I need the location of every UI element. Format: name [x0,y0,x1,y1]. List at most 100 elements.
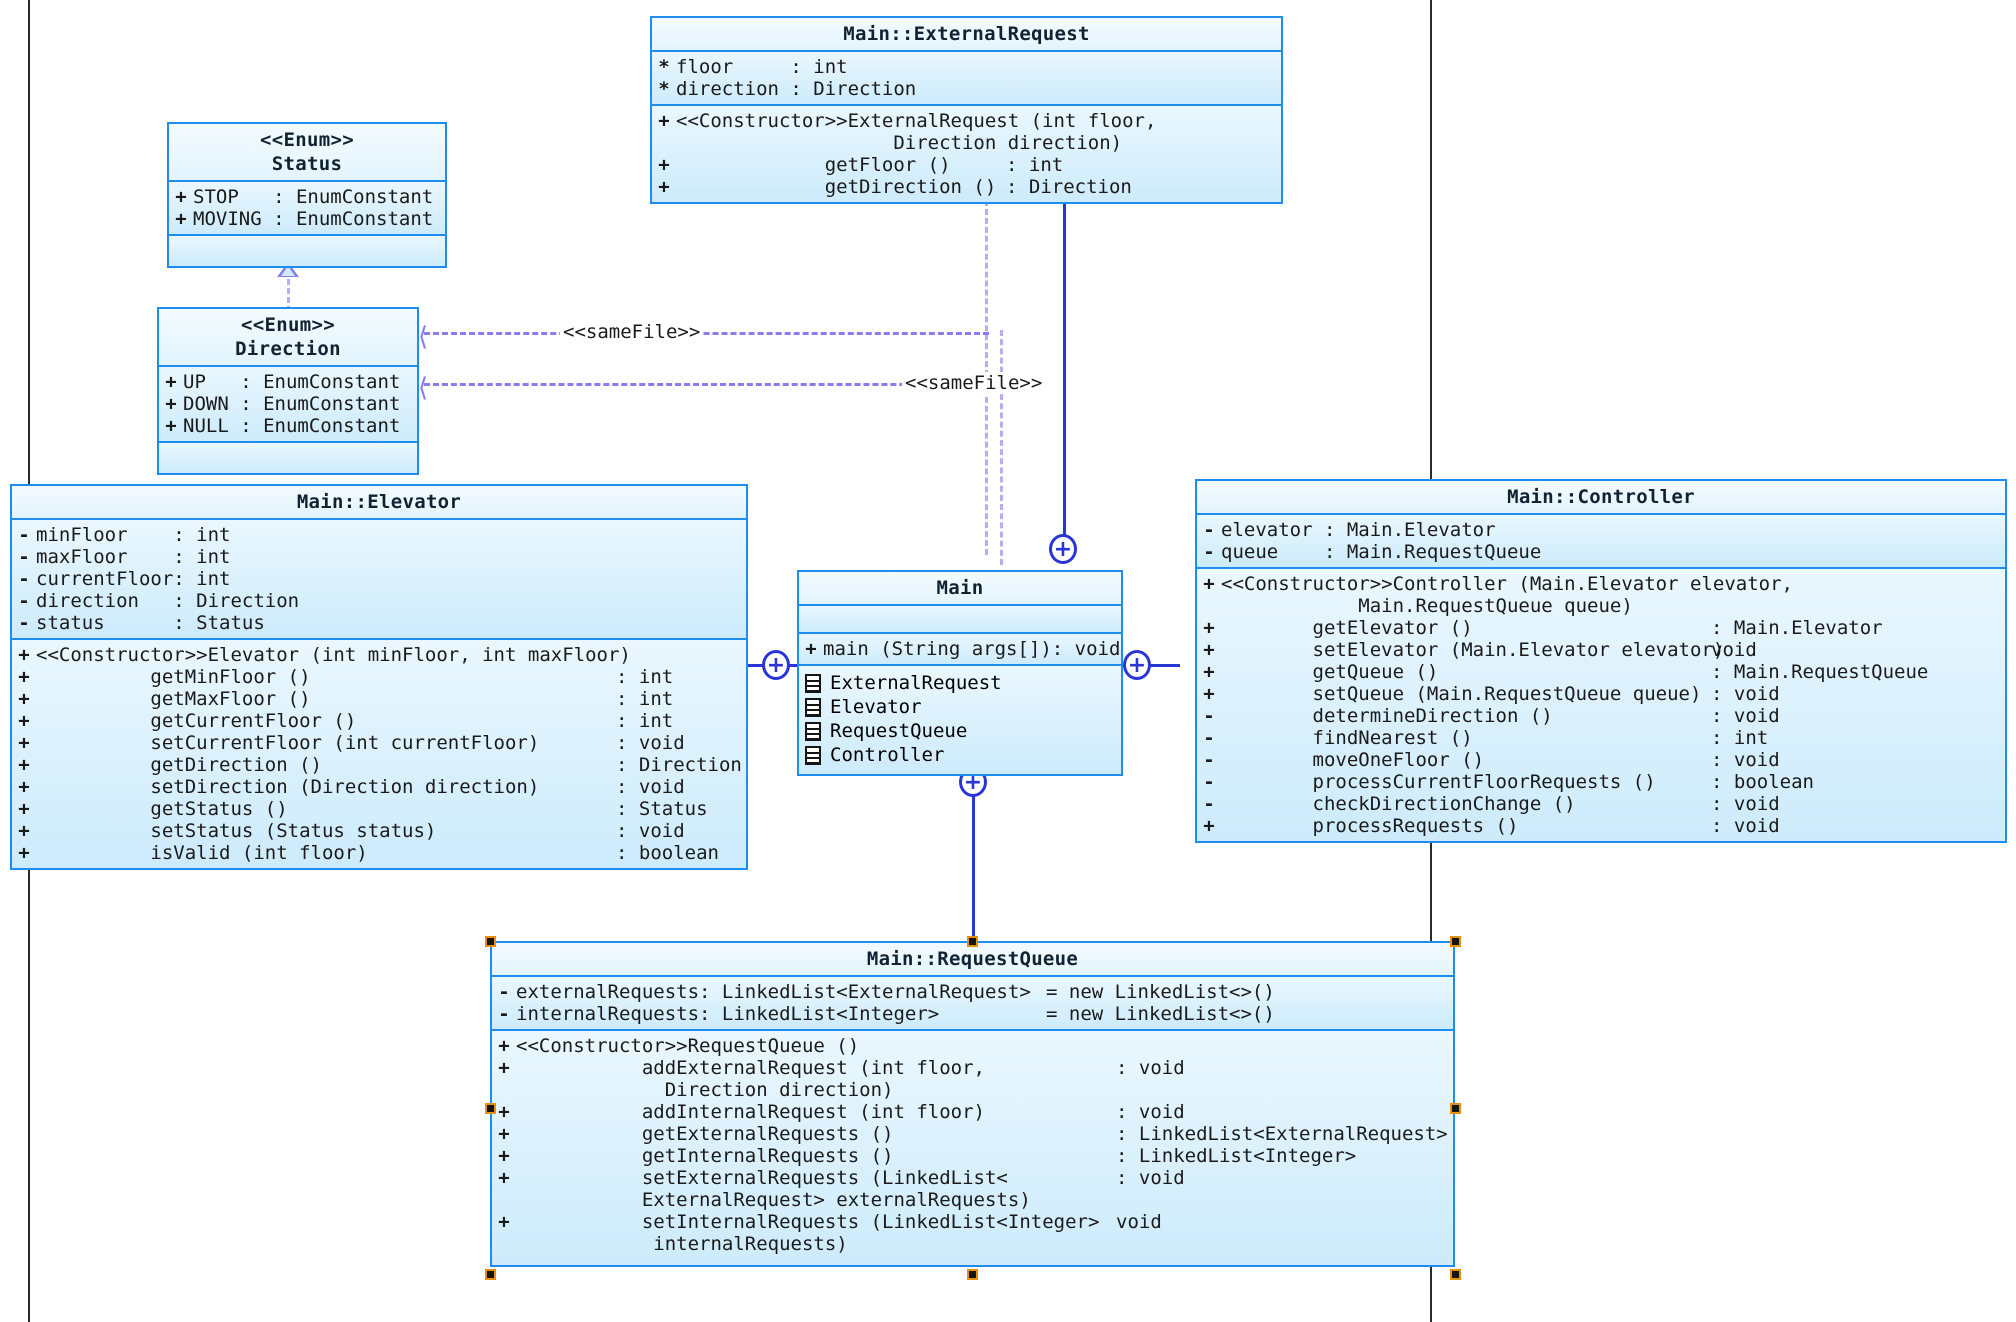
member-name: direction [676,78,791,100]
member-type: : void [1116,1057,1185,1079]
samefile-label-1: <<sameFile>> [560,321,704,343]
class-main[interactable]: Main + main (String args[]): void Extern… [797,570,1123,776]
attribute-row: * floor : int [652,56,1281,78]
visibility: + [18,798,30,820]
nested-class-icon [805,673,821,693]
samefile-line-2-horizontal [424,383,1004,386]
member-name: direction [36,590,174,612]
visibility: - [1203,541,1215,563]
nested-class-label: Controller [830,744,945,766]
member-type: : int [616,688,674,710]
connector-main-requestqueue [972,755,975,945]
visibility: - [18,524,30,546]
visibility [652,132,676,154]
method-row: internalRequests) [492,1233,1453,1255]
stereotype-status: <<Enum>> [260,129,354,151]
member-type: : LinkedList<ExternalRequest> [1116,1123,1448,1145]
class-name-external-request: Main::ExternalRequest [843,23,1090,45]
visibility: - [1203,705,1215,727]
member-name: getCurrentFloor () [36,710,357,732]
visibility: - [498,981,510,1003]
class-controller[interactable]: Main::Controller -elevator : Main.Elevat… [1195,479,2007,843]
member-type: : void [1116,1101,1185,1123]
method-row: + processRequests (): void [1197,815,2005,837]
attributes-status: + STOP : EnumConstant + MOVING : EnumCon… [169,182,445,236]
samefile-arrow-1: ⟨ [418,322,429,352]
nested-class-icon [805,697,821,717]
class-external-request[interactable]: Main::ExternalRequest * floor : int * di… [650,16,1283,204]
member-name: processCurrentFloorRequests () [1221,771,1656,793]
selection-handle-se[interactable] [1450,1269,1461,1280]
generalization-direction-status [287,270,290,312]
class-request-queue[interactable]: Main::RequestQueue -externalRequests: Li… [490,941,1455,1267]
samefile-arrow-2: ⟨ [418,373,429,403]
visibility: + [1203,683,1215,705]
nested-classes-main: ExternalRequest Elevator RequestQueue Co… [799,666,1121,774]
member-name: getFloor () [676,154,951,176]
visibility [1197,595,1221,617]
method-row: + getQueue (): Main.RequestQueue [1197,661,2005,683]
visibility: + [805,638,817,660]
attribute-row: * direction : Direction [652,78,1281,100]
nested-class-item[interactable]: RequestQueue [799,719,1121,743]
member-name: getElevator () [1221,617,1473,639]
member-type: : boolean [1711,771,1814,793]
selection-handle-nw[interactable] [485,936,496,947]
member-type: : void [1711,705,1780,727]
member-type: : EnumConstant [240,415,401,437]
selection-handle-w[interactable] [485,1103,496,1114]
nested-class-item[interactable]: Elevator [799,695,1121,719]
member-name: internalRequests) [516,1233,848,1255]
attribute-row: -externalRequests: LinkedList<ExternalRe… [492,981,1453,1003]
attributes-main [799,606,1121,634]
member-type: : int [616,710,674,732]
class-name-main: Main [936,577,984,599]
samefile-line-2-vertical [1000,330,1003,565]
member-name: DOWN [183,393,241,415]
member-type: : Direction [173,590,300,612]
member-type: : int [173,524,231,546]
class-elevator[interactable]: Main::Elevator -minFloor : int -maxFloor… [10,484,748,870]
visibility: + [1203,815,1215,837]
class-direction-enum[interactable]: <<Enum>> Direction + UP : EnumConstant +… [157,307,419,475]
visibility: + [175,186,187,208]
member-type: : void [616,776,685,798]
nested-class-item[interactable]: Controller [799,743,1121,767]
class-title-external-request: Main::ExternalRequest [652,18,1281,52]
method-row: + getElevator (): Main.Elevator [1197,617,2005,639]
member-name: getExternalRequests () [516,1123,894,1145]
selection-handle-e[interactable] [1450,1103,1461,1114]
selection-handle-sw[interactable] [485,1269,496,1280]
member-name: setExternalRequests (LinkedList< [516,1167,1008,1189]
selection-handle-ne[interactable] [1450,936,1461,947]
method-row: + setStatus (Status status): void [12,820,746,842]
selection-handle-s[interactable] [967,1269,978,1280]
member-name: moveOneFloor () [1221,749,1485,771]
member-name: Direction direction) [676,132,1123,154]
member-type: : int [616,666,674,688]
member-type: : EnumConstant [240,393,401,415]
visibility: - [1203,727,1215,749]
method-row: Direction direction) [652,132,1281,154]
class-status-enum[interactable]: <<Enum>> Status + STOP : EnumConstant + … [167,122,447,268]
member-name: addExternalRequest (int floor, [516,1057,985,1079]
visibility: + [18,666,30,688]
stereotype-direction: <<Enum>> [241,314,335,336]
member-type: : int [173,568,231,590]
visibility: + [1203,617,1215,639]
member-type: : int [173,546,231,568]
method-row: + getStatus (): Status [12,798,746,820]
visibility [492,1079,516,1101]
method-row: + getInternalRequests (): LinkedList<Int… [492,1145,1453,1167]
attribute-row: + UP : EnumConstant [159,371,417,393]
visibility: - [1203,749,1215,771]
visibility: - [498,1003,510,1025]
method-row: - moveOneFloor (): void [1197,749,2005,771]
attribute-row: -minFloor : int [12,524,746,546]
attributes-controller: -elevator : Main.Elevator -queue : Main.… [1197,515,2005,569]
nested-class-item[interactable]: ExternalRequest [799,671,1121,695]
connector-externalrequest-main [1063,200,1066,545]
selection-handle-n[interactable] [967,936,978,947]
member-name: setCurrentFloor (int currentFloor) [36,732,540,754]
